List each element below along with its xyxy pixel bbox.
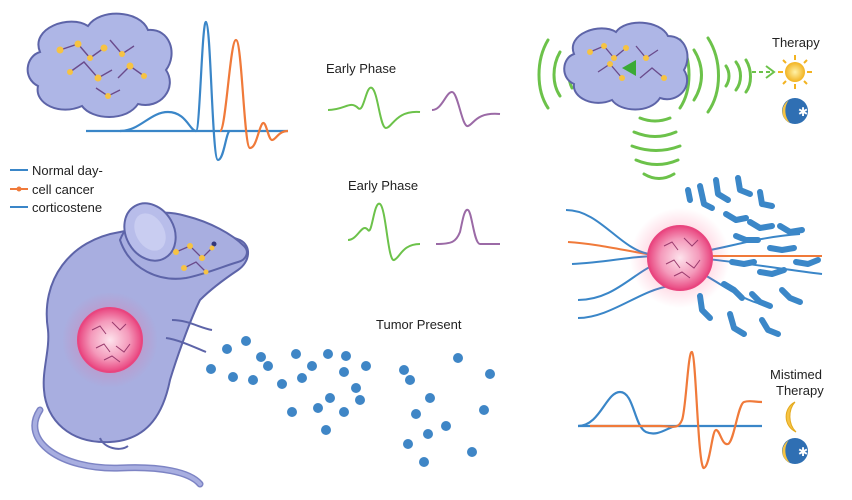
- svg-text:✱: ✱: [798, 445, 808, 459]
- therapy-label: Therapy: [772, 35, 820, 50]
- legend-label-3: corticostene: [32, 200, 102, 215]
- early-phase-label-2: Early Phase: [348, 178, 418, 193]
- moon-icon-2: ✱: [782, 438, 808, 464]
- mistimed-label-2: Therapy: [776, 383, 824, 398]
- moon-icon: ✱: [782, 98, 808, 124]
- sun-icon: [778, 55, 812, 89]
- top-left-waveform: [86, 20, 289, 162]
- legend-label-1: Normal day-: [32, 163, 103, 178]
- bottom-right-waveform: [577, 350, 763, 470]
- arrow-right-icon: [752, 65, 776, 79]
- legend: Normal day- cell cancer corticostene: [10, 163, 103, 215]
- early-phase-waves-1: [327, 86, 501, 130]
- early-phase-label-1: Early Phase: [326, 61, 396, 76]
- brain-cloud-icon-right: [563, 21, 689, 111]
- green-wave-1: [327, 86, 421, 130]
- tumor-icon: [62, 292, 158, 388]
- orange-series-line-2: [590, 350, 763, 470]
- purple-wave-2: [435, 208, 500, 245]
- receptor-ligands: [685, 175, 821, 337]
- brain-cloud-icon: [26, 12, 173, 118]
- tumor-icon-right: [630, 208, 730, 308]
- legend-label-2: cell cancer: [32, 182, 95, 197]
- purple-wave-1: [431, 90, 501, 128]
- circulating-cells: [206, 336, 495, 467]
- blue-series-line-2: [577, 390, 681, 435]
- mistimed-label-1: Mistimed: [770, 367, 822, 382]
- svg-text:✱: ✱: [798, 105, 808, 119]
- moon-icon-crescent: [785, 401, 797, 433]
- early-phase-waves-2: [347, 202, 500, 262]
- green-wave-2: [347, 202, 421, 262]
- blue-series-line: [119, 20, 232, 162]
- orange-series-line: [218, 38, 289, 150]
- tumor-present-label: Tumor Present: [376, 317, 462, 332]
